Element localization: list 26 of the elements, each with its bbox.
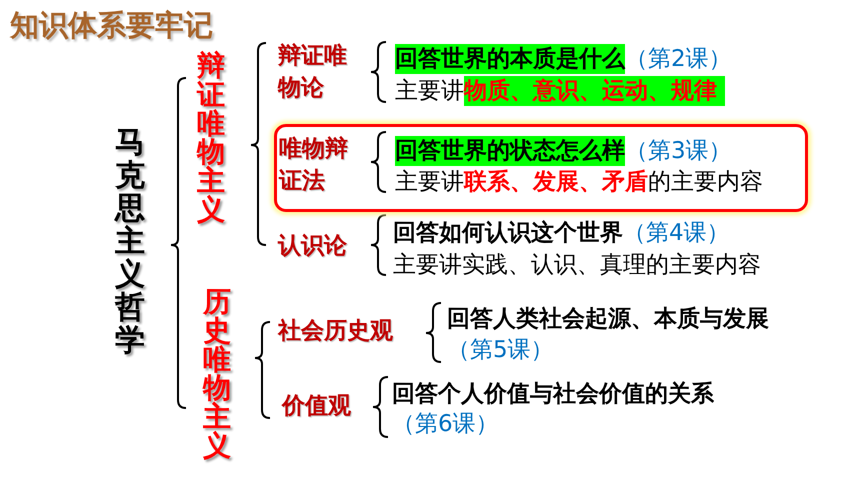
topic-label: 社会历史观 (278, 317, 393, 346)
keywords: 联系、发展、矛盾 (464, 168, 648, 197)
topic-label: 唯物辩证法 (279, 135, 349, 196)
vertical-heading: 马克思主义哲学 (115, 126, 145, 357)
highlighted-keywords: 物质、意识、运动、规律 (464, 76, 725, 106)
topic-label: 辩证唯物论 (278, 42, 348, 103)
question-text: 回答如何认识这个世界 (393, 219, 623, 248)
body-text: 主要讲 (395, 77, 464, 106)
slide-title: 知识体系要牢记 (10, 7, 213, 44)
highlighted-question: 回答世界的本质是什么 (395, 44, 625, 74)
topic-label: 认识论 (278, 232, 347, 261)
vertical-heading: 历史唯物主义 (203, 288, 231, 461)
lesson-reference: （第5课） (447, 336, 554, 365)
lesson-reference: （第6课） (392, 410, 499, 439)
lesson-reference: （第4课） (623, 219, 730, 248)
vertical-heading: 辩证唯物主义 (197, 52, 225, 225)
highlight-frame (274, 124, 808, 212)
highlighted-question: 回答世界的状态怎么样 (395, 136, 625, 166)
lesson-reference: （第3课） (625, 137, 732, 166)
body-text: 主要讲 (395, 168, 464, 197)
lesson-reference: （第2课） (625, 45, 732, 74)
body-text: 主要讲实践、认识、真理的主要内容 (393, 251, 761, 280)
question-text: 回答人类社会起源、本质与发展 (447, 305, 769, 334)
topic-label: 价值观 (282, 392, 351, 421)
question-text: 回答个人价值与社会价值的关系 (392, 380, 714, 409)
body-text: 的主要内容 (648, 168, 763, 197)
